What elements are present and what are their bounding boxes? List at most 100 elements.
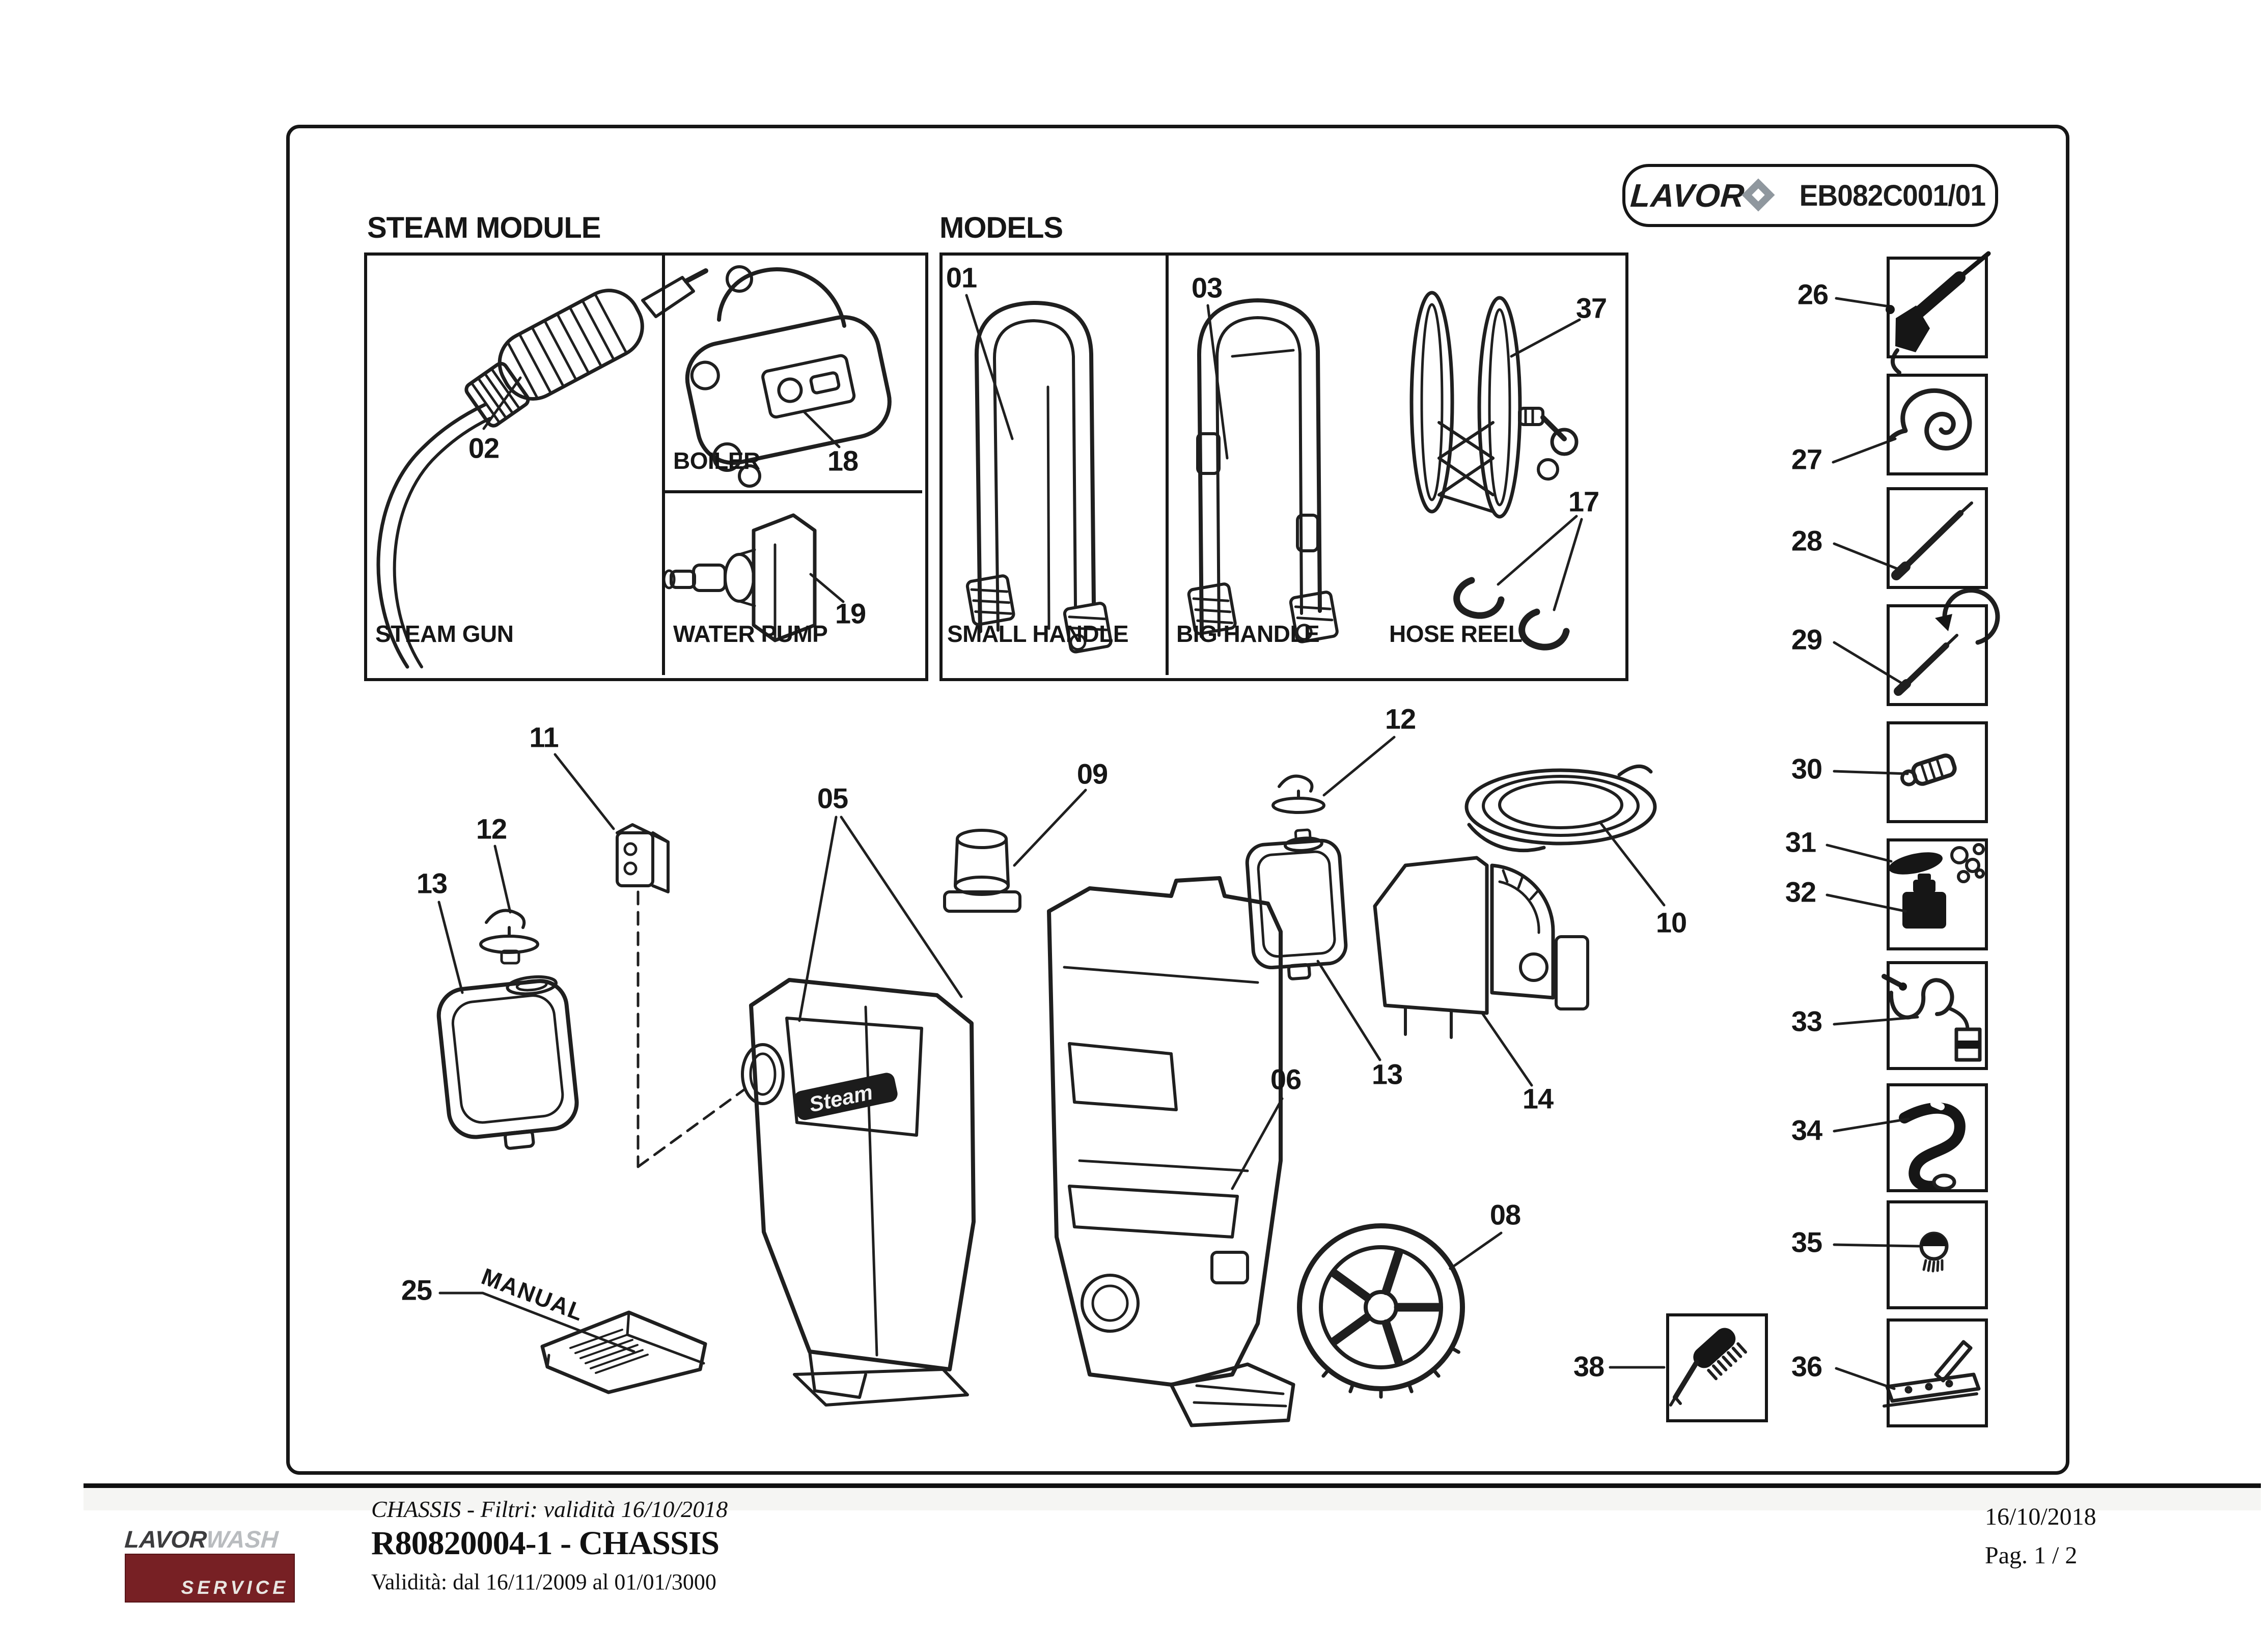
lavor-logo: LAVOR (1629, 177, 1746, 214)
footer-date: 16/10/2018 (1985, 1503, 2096, 1530)
leader-02 (482, 376, 522, 430)
leader-17b (1553, 518, 1583, 611)
detergent-tank-icon (1902, 874, 1946, 929)
part-number-34: 34 (1791, 1114, 1822, 1146)
footer-validity-note: CHASSIS - Filtri: validità 16/10/2018 (371, 1496, 728, 1522)
part-number-38: 38 (1573, 1350, 1605, 1383)
leader-34 (1833, 1117, 1910, 1133)
part-number-32: 32 (1785, 876, 1816, 908)
leader-36 (1835, 1367, 1896, 1390)
part-number-29: 29 (1791, 623, 1822, 656)
leader-08 (1449, 1231, 1503, 1270)
cap-left-drawing (479, 909, 539, 965)
leader-19 (809, 573, 845, 603)
hose-reel-label: HOSE REEL (1389, 621, 1523, 647)
small-handle-label: SMALL HANDLE (947, 621, 1129, 647)
leader-30 (1833, 770, 1909, 775)
leader-37 (1510, 318, 1581, 358)
service-label: SERVICE (181, 1577, 289, 1598)
document-code: EB082C001/01 (1799, 179, 1985, 212)
lavorwash-wordmark-primary: LAVOR (124, 1526, 208, 1553)
lavor-diamond-icon (1741, 178, 1775, 212)
squeegee-icon (1883, 1340, 1981, 1408)
lavorwash-wordmark-secondary: WASH (205, 1526, 280, 1553)
steam-gun-drawing (376, 268, 708, 669)
coiled-hose-icon (1888, 388, 1972, 451)
tank-right-drawing (1245, 828, 1348, 980)
chassis-drawing (1047, 876, 1295, 1427)
accessory-box-31-32 (1887, 838, 1988, 950)
leader-18 (802, 410, 841, 448)
suction-hose-icon (1899, 1100, 1966, 1192)
part-number-05: 05 (817, 782, 848, 814)
part-number-27: 27 (1791, 443, 1822, 475)
small-handle-drawing (965, 301, 1113, 654)
lavorwash-wordmark: LAVORWASH (124, 1525, 296, 1554)
part-number-02: 02 (468, 432, 500, 464)
part-number-35: 35 (1791, 1226, 1822, 1258)
boiler-drawing (685, 265, 892, 488)
hose-coil-drawing (1464, 764, 1657, 853)
leader-09 (1013, 789, 1087, 867)
leader-06 (1231, 1097, 1284, 1190)
cap-right-drawing (1271, 774, 1325, 814)
leader-32 (1826, 893, 1907, 913)
water-pump-drawing (662, 513, 817, 642)
part-number-19: 19 (835, 597, 866, 630)
part-number-13a: 13 (416, 867, 448, 900)
footer-part-title: R80820004-1 - CHASSIS (371, 1525, 720, 1562)
models-title: MODELS (939, 211, 1063, 244)
accessory-box-27 (1887, 374, 1988, 475)
steam-module-box (364, 252, 928, 681)
rotating-lance-icon (1894, 588, 2000, 696)
steam-gun-label: STEAM GUN (375, 621, 514, 647)
part-number-17: 17 (1568, 485, 1599, 518)
accessory-box-29 (1887, 604, 1988, 706)
part-number-03: 03 (1191, 271, 1223, 304)
part-number-10: 10 (1655, 906, 1687, 939)
part-number-26: 26 (1797, 278, 1829, 311)
leader-03 (1206, 304, 1229, 460)
funnel-drawing (943, 829, 1021, 913)
part-number-06: 06 (1270, 1063, 1302, 1096)
part-number-28: 28 (1791, 524, 1822, 557)
steam-module-divider-v (662, 252, 665, 675)
accessory-box-35 (1887, 1200, 1988, 1309)
leader-14 (1481, 1013, 1533, 1087)
part-number-11: 11 (529, 721, 559, 753)
part-number-31: 31 (1785, 826, 1816, 858)
models-box (939, 252, 1628, 681)
wheel-drawing (1297, 1223, 1465, 1399)
footer-shade (84, 1488, 2261, 1510)
leader-01 (965, 294, 1014, 440)
hose-reel-drawing (1409, 291, 1579, 519)
leader-05b (840, 816, 963, 998)
big-handle-label: BIG HANDLE (1176, 621, 1320, 647)
diagram-frame (286, 125, 2069, 1475)
part-number-09: 09 (1076, 757, 1108, 790)
part-number-08: 08 (1489, 1198, 1521, 1231)
leader-13b (1316, 960, 1381, 1061)
part-number-12a: 12 (476, 812, 507, 845)
lavorwash-service-logo: LAVORWASH SERVICE (124, 1525, 296, 1603)
nozzle-icon (1900, 753, 1957, 787)
switch-drawing (616, 823, 670, 893)
spray-gun-icon (1886, 251, 1991, 375)
leader-11 (554, 753, 615, 830)
leader-05a (798, 816, 838, 1022)
accessory-box-38 (1666, 1313, 1768, 1422)
boiler-label: BOILER (673, 447, 760, 474)
assembly-dashed-lines (637, 890, 746, 1168)
accessory-box-34 (1887, 1083, 1988, 1192)
leader-12b (1322, 736, 1396, 797)
part-number-37: 37 (1575, 292, 1607, 324)
part-number-33: 33 (1791, 1005, 1822, 1037)
part-number-18: 18 (827, 444, 859, 477)
leader-26 (1835, 297, 1891, 308)
tank-left-drawing (436, 975, 579, 1150)
brush-nozzle-icon (1919, 1231, 1949, 1273)
holder-drawing (1373, 856, 1589, 1039)
document-code-badge: LAVOR EB082C001/01 (1622, 164, 1998, 227)
steam-module-title: STEAM MODULE (367, 211, 601, 244)
